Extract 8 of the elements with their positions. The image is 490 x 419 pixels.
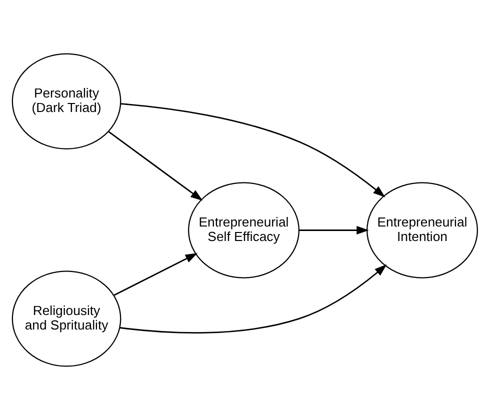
node-ellipse: Entrepreneurial Intention [366,182,478,278]
node-ellipse: Personality (Dark Triad) [12,52,122,149]
arrow [114,252,198,296]
arrow [120,102,386,197]
arrow [120,264,387,333]
arrow [108,130,203,200]
arrow [299,225,369,234]
node-ellipse: Religiousity and Sprituality [12,270,122,366]
